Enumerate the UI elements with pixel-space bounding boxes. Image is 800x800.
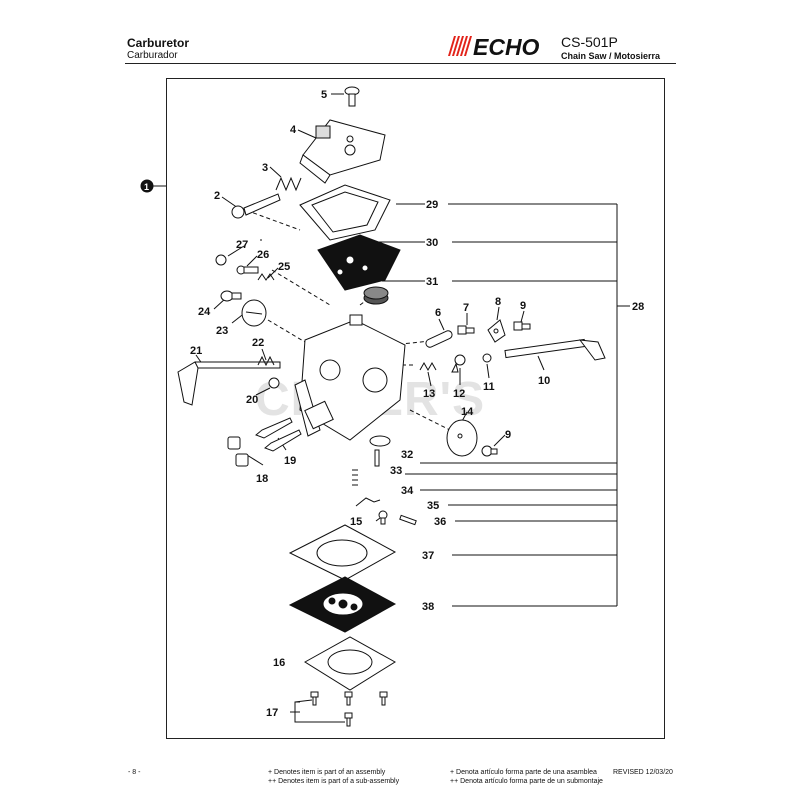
part-37-gasket-icon xyxy=(288,524,397,581)
label-19: 19 xyxy=(284,455,296,467)
label-36: 36 xyxy=(434,516,446,528)
part-23-valve-icon xyxy=(241,299,267,327)
part-25-spring-icon xyxy=(257,273,275,281)
label-12: 12 xyxy=(453,388,465,400)
label-22: 22 xyxy=(252,337,264,349)
part-6-link-icon xyxy=(425,330,453,348)
page-subtitle: Carburador xyxy=(127,50,178,61)
label-27: 27 xyxy=(236,239,248,251)
label-16: 16 xyxy=(273,657,285,669)
revised-date: REVISED 12/03/20 xyxy=(613,769,673,776)
footer-note-es-2: ++ Denota artículo forma parte de un sub… xyxy=(450,778,603,785)
label-34: 34 xyxy=(401,485,414,497)
part-2-screw-icon xyxy=(231,193,281,219)
footer-note-es-1: + Denota artículo forma parte de una asa… xyxy=(450,769,597,776)
footer-note-en-2: ++ Denotes item is part of a sub-assembl… xyxy=(268,778,400,785)
part-7-screw-icon xyxy=(457,325,475,335)
label-3: 3 xyxy=(262,162,268,174)
model-number: CS-501P xyxy=(561,34,618,50)
part-10-choke-shaft-icon xyxy=(504,338,606,361)
page-number: - 8 - xyxy=(128,769,141,776)
label-18: 18 xyxy=(256,473,268,485)
label-9b: 9 xyxy=(505,429,511,441)
part-17-screws-icon xyxy=(310,691,388,727)
label-17: 17 xyxy=(266,707,278,719)
label-11: 11 xyxy=(483,381,495,393)
footer-note-en-1: + Denotes item is part of an assembly xyxy=(268,769,386,776)
assembly-marker-label: 1 xyxy=(144,182,149,192)
part-12-fitting-icon xyxy=(451,354,466,373)
part-21-throttle-shaft-icon xyxy=(177,361,281,406)
brand-text: ECHO xyxy=(473,34,540,58)
label-30: 30 xyxy=(426,237,438,249)
part-32-o-ring-icon xyxy=(369,435,391,447)
part-5-screw-icon xyxy=(344,86,360,107)
part-4-pump-cover-icon xyxy=(299,119,386,184)
label-33: 33 xyxy=(390,465,402,477)
label-31: 31 xyxy=(426,276,438,288)
label-14: 14 xyxy=(461,406,474,418)
label-9a: 9 xyxy=(520,300,526,312)
part-29-gasket-icon xyxy=(299,184,391,241)
part-9-screw-icon xyxy=(513,321,531,331)
part-20-ring-icon xyxy=(268,377,280,389)
part-3-spring-icon xyxy=(275,176,302,192)
label-7: 7 xyxy=(463,302,469,314)
header-rule xyxy=(125,63,676,64)
part-14-valve-icon xyxy=(446,419,478,457)
part-24-screw-icon xyxy=(220,290,242,302)
label-8: 8 xyxy=(495,296,501,308)
label-37: 37 xyxy=(422,550,434,562)
part-35-needle-lever-icon xyxy=(355,497,381,507)
echo-logo: ECHO xyxy=(448,34,540,58)
part-33-pin-icon xyxy=(374,449,380,467)
part-26-pin-icon xyxy=(236,265,259,275)
label-2: 2 xyxy=(214,190,220,202)
label-10: 10 xyxy=(538,375,550,387)
label-29: 29 xyxy=(426,199,438,211)
part-36-pin-icon xyxy=(399,514,417,526)
label-15: 15 xyxy=(350,516,362,528)
label-32: 32 xyxy=(401,449,413,461)
part-8-lever-icon xyxy=(487,319,506,343)
part-30-diaphragm-icon xyxy=(317,234,401,291)
part-18-limiter-caps-icon xyxy=(227,436,249,467)
label-5: 5 xyxy=(321,89,327,101)
label-38: 38 xyxy=(422,601,434,613)
part-11-washer-icon xyxy=(482,353,492,363)
part-16-cover-icon xyxy=(304,636,396,691)
label-28: 28 xyxy=(632,301,644,313)
diagram-frame xyxy=(166,78,665,739)
carburetor-body-icon xyxy=(294,314,406,441)
label-24: 24 xyxy=(198,306,211,318)
part-34-spring-icon xyxy=(352,469,358,486)
label-20: 20 xyxy=(246,394,258,406)
label-26: 26 xyxy=(257,249,269,261)
label-21: 21 xyxy=(190,345,202,357)
part-22-spring-icon xyxy=(257,355,275,367)
part-15-screw-icon xyxy=(378,510,388,525)
label-25: 25 xyxy=(278,261,290,273)
label-6: 6 xyxy=(435,307,441,319)
footer-notes-en: + Denotes item is part of an assembly ++… xyxy=(268,768,399,786)
part-19-adjusting-needles-icon xyxy=(255,417,302,452)
label-13: 13 xyxy=(423,388,435,400)
part-31-cap-icon xyxy=(363,286,389,305)
part-13-spring-icon xyxy=(419,361,437,372)
label-23: 23 xyxy=(216,325,228,337)
part-9-screw-lower-icon xyxy=(481,445,498,457)
part-38-diaphragm-icon xyxy=(288,576,397,633)
model-description: Chain Saw / Motosierra xyxy=(561,51,661,61)
page-title: Carburetor xyxy=(127,36,190,50)
footer-notes-es: + Denota artículo forma parte de una asa… xyxy=(450,768,603,786)
label-4: 4 xyxy=(290,124,297,136)
label-35: 35 xyxy=(427,500,439,512)
part-27-ball-icon xyxy=(215,254,227,266)
